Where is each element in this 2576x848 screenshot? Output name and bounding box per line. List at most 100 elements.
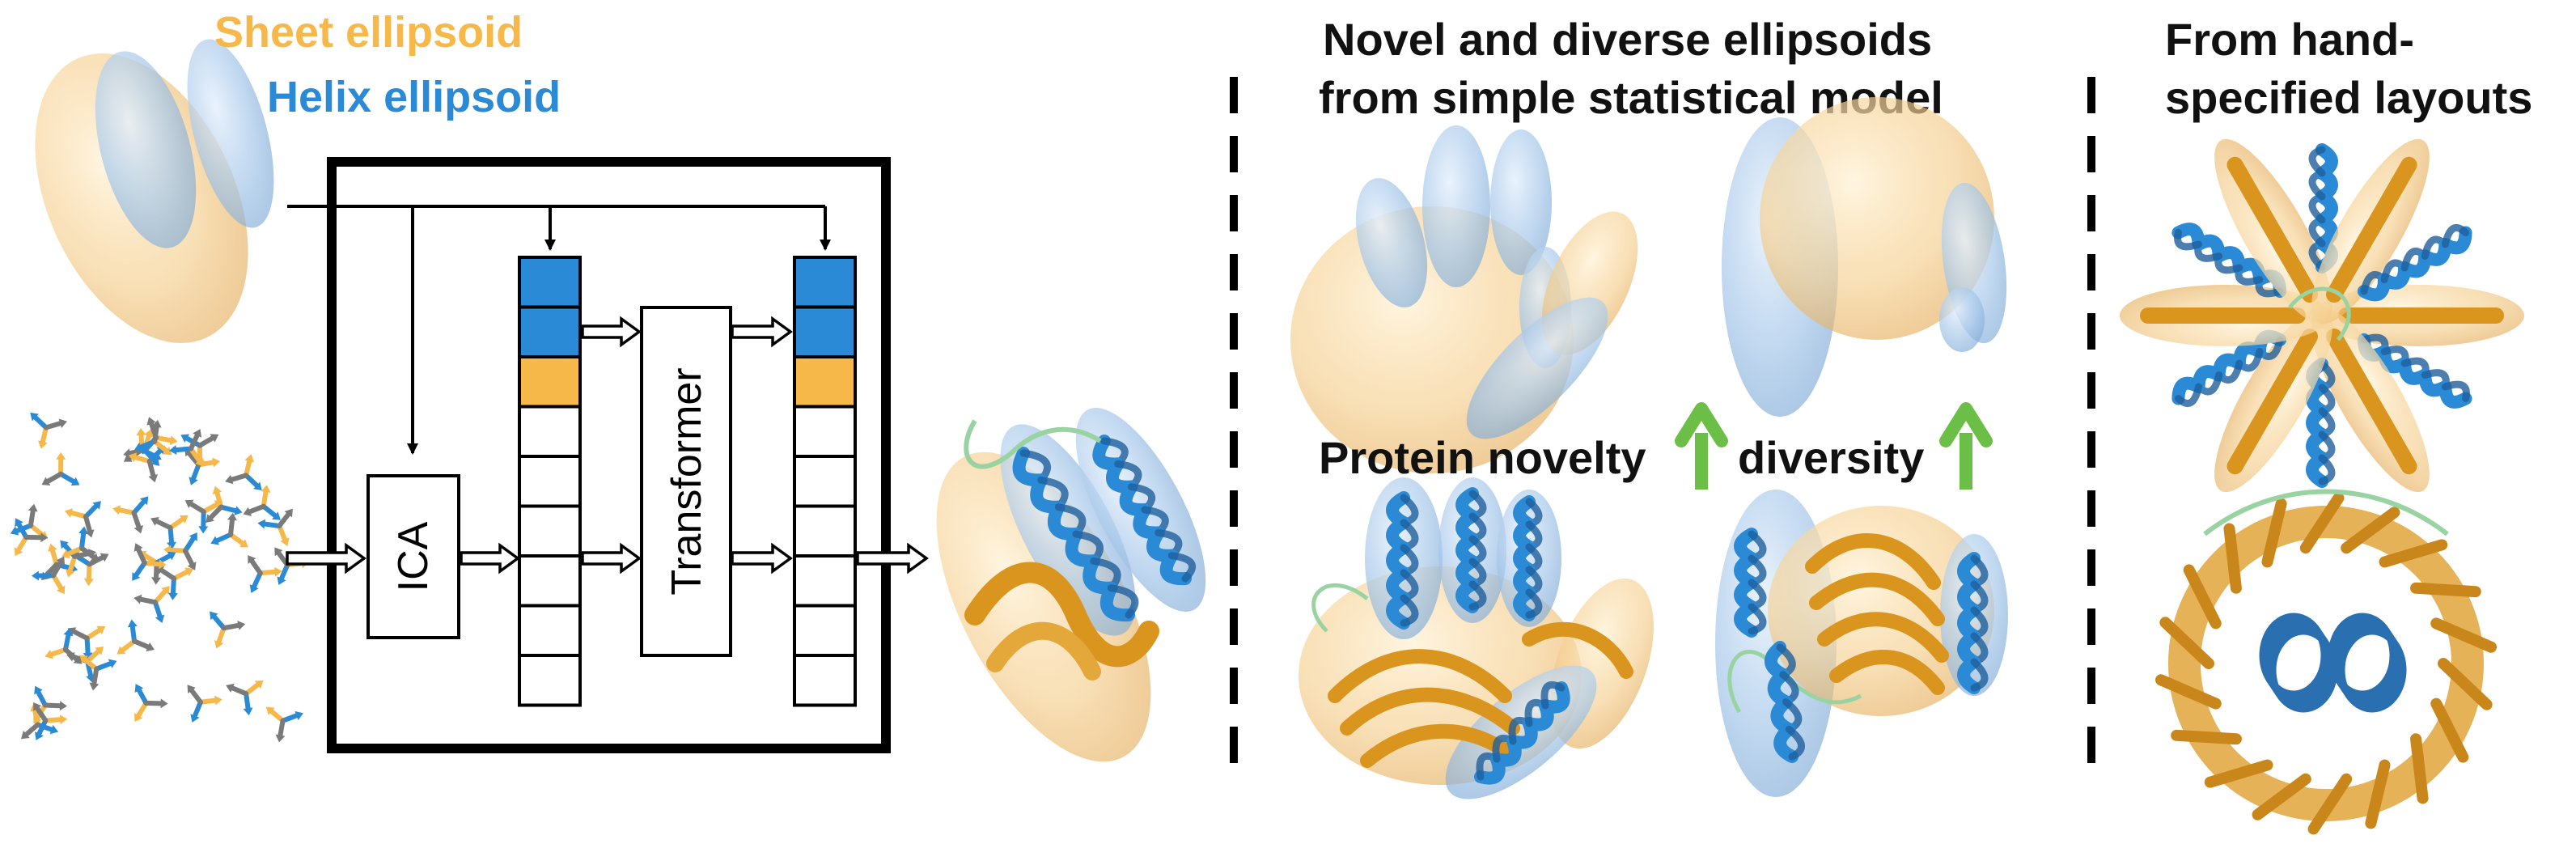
helix-turn-back (1970, 658, 1989, 692)
helix-turn (1099, 581, 1135, 622)
pinwheel-helix (2357, 333, 2472, 409)
residue-frames-cloud (10, 412, 310, 743)
frame-axis-head (249, 584, 259, 593)
loop (1311, 583, 1369, 633)
token-cell (793, 405, 857, 458)
diversity-label: diversity (1738, 432, 1924, 483)
frame-axis-head (64, 508, 74, 518)
frame-axis (257, 569, 278, 576)
barrel-strand (2379, 539, 2448, 568)
helix-turn (1386, 591, 1410, 630)
frame-axis (152, 600, 163, 619)
frame-axis (277, 511, 291, 528)
helix-turn-back (1785, 725, 1805, 761)
frame-axis (131, 510, 142, 529)
frame-axis-head (95, 646, 104, 655)
frame-axis-head (226, 683, 235, 693)
token-cell (518, 554, 582, 608)
helix-turn-back (2441, 380, 2470, 402)
token-cell (518, 504, 582, 558)
frame-axis (201, 502, 219, 515)
token-cell (793, 604, 857, 657)
frame-axis (182, 536, 196, 553)
residue-frame (142, 417, 178, 455)
hand-specified-pinwheel-protein (2120, 138, 2524, 493)
frame-axis-head (83, 579, 94, 587)
frame-axis (146, 448, 163, 464)
frame-axis-head (210, 434, 219, 443)
frame-axis-head (189, 477, 198, 485)
frame-axis (133, 455, 152, 464)
gen1-helix-ell-2 (1438, 477, 1506, 623)
frame-axis (229, 473, 249, 482)
frame-axis (167, 516, 185, 531)
sheet-ellipsoid-label: Sheet ellipsoid (214, 8, 523, 57)
barrel-loop (2203, 489, 2449, 536)
token-cell (793, 455, 857, 508)
frame-axis-head (96, 625, 106, 634)
frame-axis (168, 547, 188, 553)
frame-axis-head (210, 611, 218, 621)
frame-axis-head (151, 419, 162, 428)
frame-axis-head (34, 685, 43, 695)
frame-axis (197, 435, 215, 448)
barrel-strand (2410, 733, 2429, 804)
barrel-strand (2223, 523, 2242, 594)
residue-frame (243, 485, 281, 520)
frame-axis-head (195, 457, 204, 467)
sampled-ellipsoids-1 (1290, 125, 1638, 473)
gen1-helix-ell-3 (1497, 490, 1561, 627)
frame-axis-head (155, 614, 165, 623)
frame-axis-head (254, 680, 264, 689)
hollow-arrow (731, 542, 793, 575)
frame-axis-head (243, 507, 252, 516)
residue-frame (134, 419, 172, 456)
frame-axis-head (15, 518, 23, 528)
transformer-box (640, 306, 732, 657)
sample2-helix-3 (1939, 287, 1985, 352)
hollow-arrow (286, 542, 366, 575)
frame-axis (83, 514, 92, 533)
novelty-arrow (1675, 402, 1728, 490)
frame-axis (182, 548, 195, 566)
frame-axis (228, 517, 235, 537)
beta-strand (1328, 649, 1512, 703)
token-cell (518, 405, 582, 458)
token-cell (793, 504, 857, 558)
frame-axis-head (148, 474, 159, 483)
frame-axis (152, 588, 167, 605)
residue-frame (155, 566, 194, 600)
frame-axis-head (117, 646, 126, 655)
frame-axis-head (21, 730, 30, 740)
residue-frame (61, 526, 100, 562)
frame-axis (16, 522, 29, 540)
frame-axis-head (167, 592, 178, 600)
frame-axis (221, 622, 241, 631)
sample2-sheet-ellipsoid (1760, 97, 1994, 340)
residue-frame (257, 508, 293, 546)
frame-axis-head (261, 485, 271, 493)
helix-turn-back (1167, 552, 1197, 583)
ica-box (366, 474, 460, 639)
frame-axis (197, 697, 218, 705)
residue-frame (226, 680, 264, 716)
frame-axis (84, 627, 102, 641)
frame-axis-head (90, 553, 100, 562)
frame-axis (23, 534, 44, 541)
frame-axis-head (237, 620, 246, 630)
frame-axis (42, 702, 62, 709)
frame-axis (216, 625, 227, 645)
barrel-strand (2430, 617, 2497, 653)
sample1-helix-5 (1466, 297, 1608, 439)
output-protein (936, 407, 1206, 762)
frame-axis-head (58, 418, 67, 429)
frame-axis-head (89, 682, 100, 691)
frame-axis (208, 504, 224, 520)
frame-axis-head (49, 724, 59, 735)
frame-axis (120, 638, 138, 653)
residue-frame (248, 555, 282, 593)
token-cell (793, 305, 857, 358)
frame-axis-head (227, 512, 237, 521)
frame-axis-head (244, 454, 255, 463)
barrel-strand (2183, 564, 2222, 630)
